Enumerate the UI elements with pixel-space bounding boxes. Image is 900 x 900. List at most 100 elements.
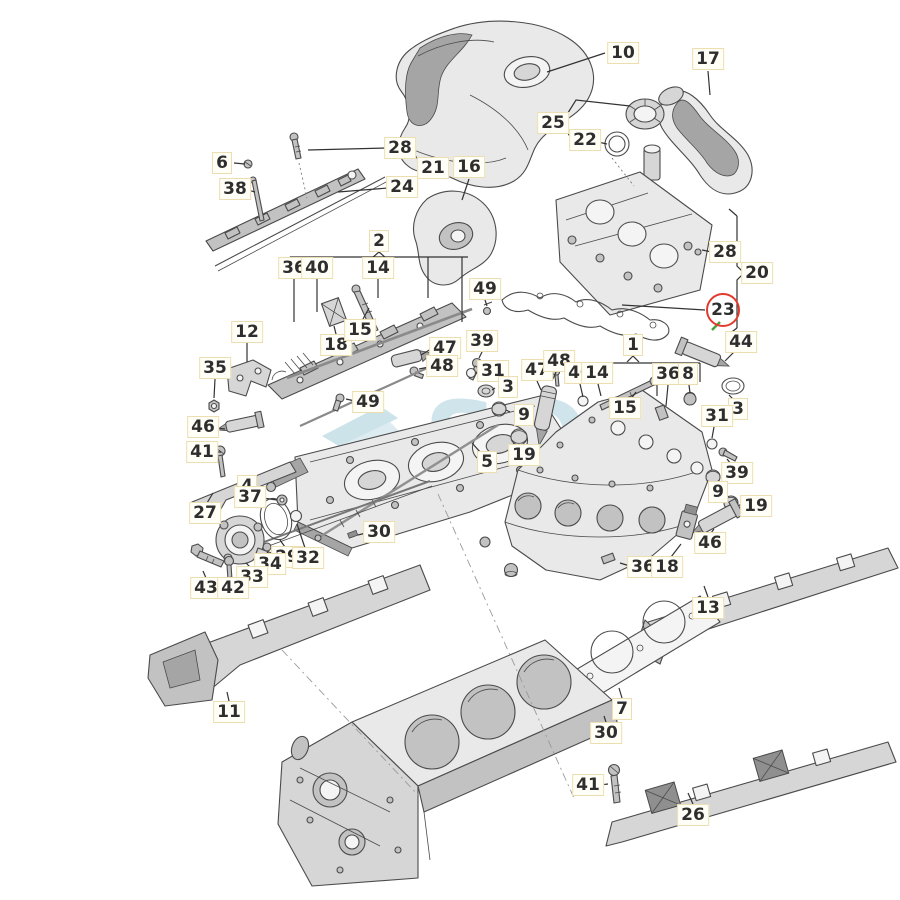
part-label-36-51: 36: [652, 363, 684, 385]
leader-line: [484, 299, 488, 307]
part-label-47-18: 47: [429, 337, 461, 359]
part-label-46-27: 46: [187, 416, 219, 438]
leader-line: [296, 523, 306, 549]
nut-4-right: [503, 562, 519, 578]
part-label-30-30: 30: [363, 521, 395, 543]
part-label-19-57: 19: [740, 495, 772, 517]
part-label-8-52: 8: [678, 363, 698, 385]
part-label-37-33: 37: [234, 486, 266, 508]
oil-filler-cap: [625, 98, 665, 130]
part-label-13-59: 13: [692, 597, 724, 619]
stud-5: [314, 423, 499, 542]
mount-bracket-12: [226, 359, 272, 397]
part-label-14-13: 14: [362, 257, 394, 279]
cylinder-head-1: [504, 389, 713, 581]
part-label-35-17: 35: [199, 357, 231, 379]
part-label-24-6: 24: [386, 176, 418, 198]
ring-37-right: [479, 536, 491, 548]
oil-separator-cover: [395, 20, 595, 188]
cam-frame-rails: [205, 168, 389, 272]
part-label-26-65: 26: [677, 804, 709, 826]
stud-38: [249, 176, 265, 222]
part-label-2-10: 2: [369, 230, 389, 252]
leader-line: [333, 325, 337, 335]
part-label-46-58: 46: [694, 532, 726, 554]
leader-line: [728, 208, 738, 217]
part-label-18-15: 18: [320, 334, 352, 356]
part-label-19-25: 19: [508, 444, 540, 466]
part-label-23-43: 23: [706, 293, 740, 327]
valve-cover-right: [555, 144, 713, 316]
part-label-12-14: 12: [231, 321, 263, 343]
leader-line: [307, 147, 387, 151]
pin-36-bottom: [600, 552, 616, 565]
sealant-tube-46-left: [215, 410, 265, 433]
pin-36-right: [654, 404, 669, 421]
part-label-28-41: 28: [709, 241, 741, 263]
leader-line: [632, 355, 640, 363]
leader-line: [461, 178, 470, 201]
plug-9-left: [491, 401, 507, 417]
part-label-5-26: 5: [477, 451, 497, 473]
leader-line: [724, 351, 735, 362]
leader-line: [546, 52, 606, 73]
leader-line: [670, 543, 682, 558]
leader-line: [202, 570, 207, 579]
seal-ring-3-right: [721, 377, 745, 395]
leader-line: [279, 539, 286, 548]
leader-line: [711, 426, 715, 439]
leader-line: [665, 384, 669, 407]
leader-line: [233, 162, 246, 165]
leader-line: [597, 383, 602, 397]
part-label-49-29: 49: [352, 391, 384, 413]
leader-line: [536, 380, 542, 391]
part-label-38-9: 38: [219, 178, 251, 200]
leader-line: [337, 187, 389, 193]
ring-31-left: [465, 367, 477, 379]
leader-line: [552, 371, 557, 380]
plug-9-right: [705, 469, 721, 485]
leader-line: [618, 687, 623, 699]
ring-31-right: [706, 438, 718, 450]
leader-line: [603, 715, 607, 723]
part-label-7-62: 7: [612, 698, 632, 720]
part-label-49-20: 49: [469, 278, 501, 300]
tappet-18-left: [320, 297, 348, 327]
part-label-28-4: 28: [384, 137, 416, 159]
part-label-15-16: 15: [344, 319, 376, 341]
leader-line: [281, 649, 419, 796]
part-label-9-24: 9: [514, 404, 534, 426]
part-label-3-23: 3: [498, 376, 518, 398]
engine-block: [277, 639, 619, 887]
sensor-18-bottom: [675, 503, 699, 540]
injector-47-right: [533, 385, 558, 447]
part-label-31-54: 31: [701, 405, 733, 427]
part-label-39-21: 39: [466, 330, 498, 352]
part-label-15-50: 15: [609, 397, 641, 419]
part-label-16-7: 16: [453, 156, 485, 178]
part-label-22-3: 22: [569, 129, 601, 151]
part-label-25-2: 25: [537, 112, 569, 134]
part-label-30-63: 30: [590, 722, 622, 744]
leader-line: [707, 70, 711, 96]
gasket-strip-30: [252, 480, 433, 552]
part-label-43-38: 43: [190, 577, 222, 599]
leader-line: [298, 162, 308, 199]
bracket-16: [412, 190, 497, 286]
part-label-39-55: 39: [721, 462, 753, 484]
leader-line: [688, 384, 691, 394]
leader-line: [611, 157, 635, 187]
leader-line: [687, 792, 694, 805]
part-label-41-64: 41: [572, 774, 604, 796]
part-label-27-31: 27: [189, 502, 221, 524]
part-label-36-60: 36: [627, 556, 659, 578]
bolt-28-top: [289, 132, 302, 160]
part-label-41-28: 41: [186, 441, 218, 463]
sealant-tube-44: [674, 336, 731, 368]
part-label-9-56: 9: [708, 481, 728, 503]
screw-6: [243, 159, 253, 169]
leader-line: [626, 355, 634, 363]
leader-line: [621, 304, 706, 311]
